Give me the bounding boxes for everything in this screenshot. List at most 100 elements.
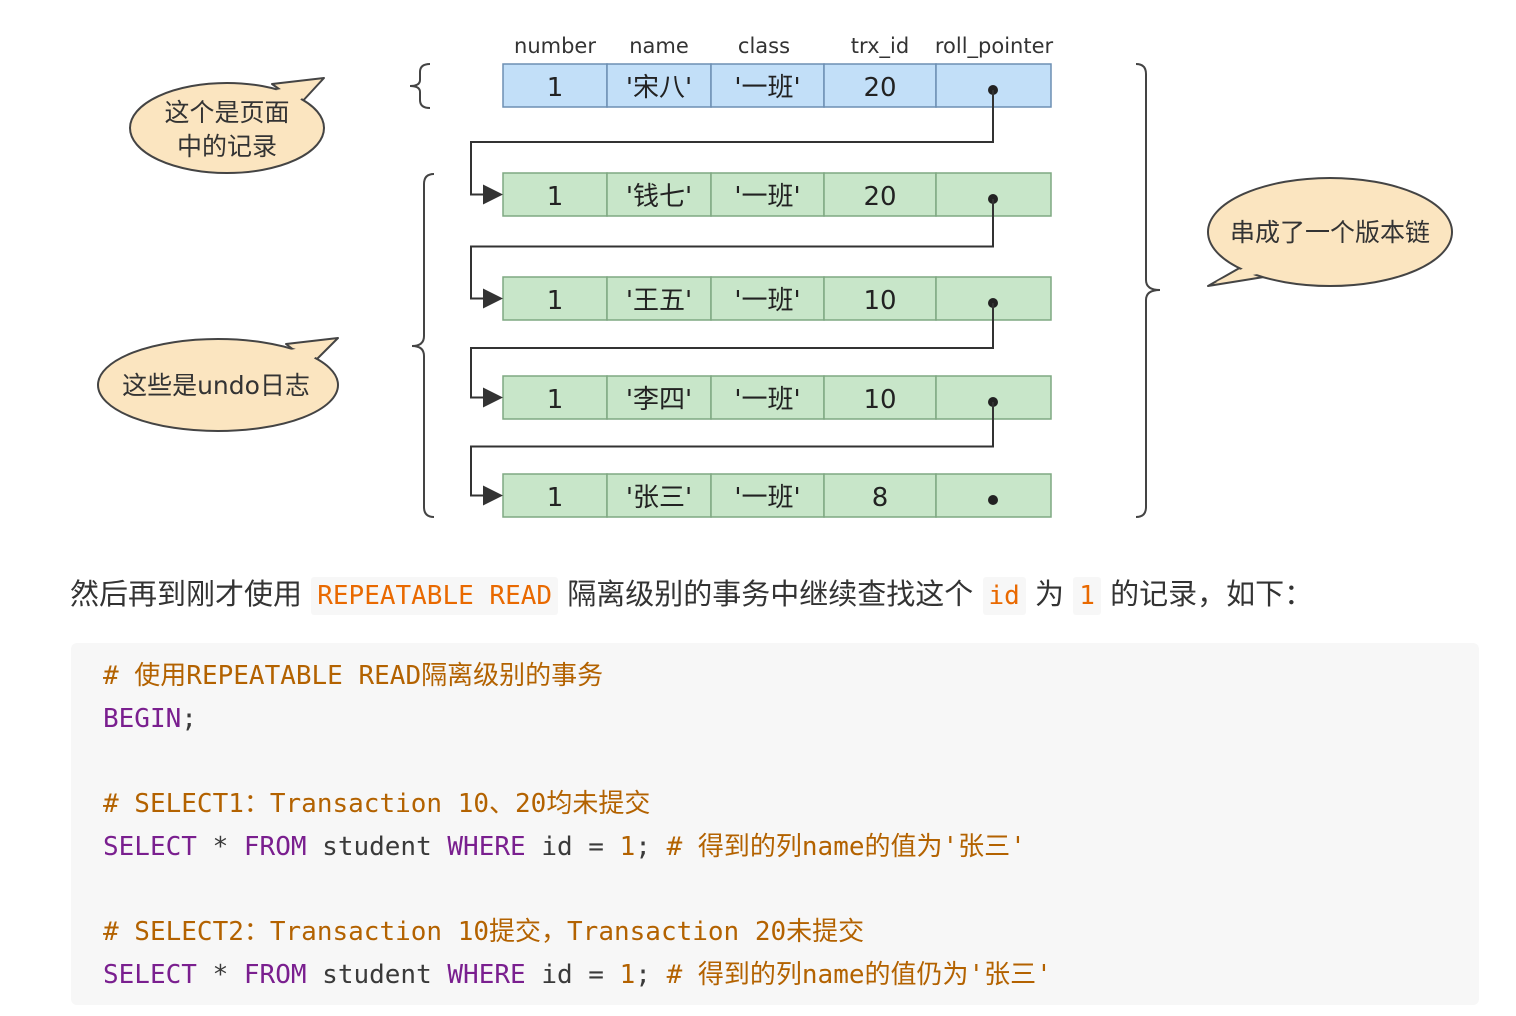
current-record-brace <box>409 63 431 109</box>
callout-undo-logs-text: 这些是undo日志 <box>122 371 310 400</box>
record-cell <box>710 63 825 108</box>
record-rows: 1 '宋八' '一班' 20 1 '钱七' '一班' 20 1 '王五' '一班' 10 1 '李四' '一… <box>502 63 1052 518</box>
record-cell <box>502 63 608 108</box>
column-header-trx-id: trx_id <box>851 34 909 59</box>
code-token-plain: id = <box>525 959 620 990</box>
code-token-num: 1 <box>619 959 636 990</box>
code-lines: # 使用REPEATABLE READ隔离级别的事务 BEGIN; # SELEC… <box>103 655 1479 997</box>
cell-trx-id: 8 <box>872 483 889 513</box>
version-chain-diagram: number name class trx_id roll_pointer 1 '宋八' '… <box>97 34 1453 518</box>
record-cell <box>606 375 712 420</box>
code-token-comment: # 得到的列name的值为'张三' <box>666 831 1026 862</box>
undo-log-row: 1 '李四' '一班' 10 <box>502 375 1052 420</box>
code-token-plain: ; <box>181 703 197 734</box>
record-cell <box>710 276 825 321</box>
code-token-kw: BEGIN <box>103 703 182 734</box>
callout-version-chain: 串成了一个版本链 <box>1207 177 1453 287</box>
record-cell <box>710 172 825 217</box>
code-line: BEGIN; <box>103 698 1479 741</box>
column-headers: number name class trx_id roll_pointer <box>514 34 1053 59</box>
record-cell <box>710 375 825 420</box>
record-cell <box>606 63 712 108</box>
callout-page-record-line1: 这个是页面 <box>164 98 289 127</box>
cell-number: 1 <box>547 73 564 103</box>
code-line: # SELECT2：Transaction 10提交，Transaction 2… <box>103 911 1479 954</box>
code-token-comment: # 使用REPEATABLE READ隔离级别的事务 <box>103 661 604 691</box>
cell-number: 1 <box>547 182 564 212</box>
cell-name: '宋八' <box>626 73 692 103</box>
record-cell <box>823 473 937 518</box>
record-cell <box>606 473 712 518</box>
undo-logs-brace <box>411 173 435 518</box>
column-header-number: number <box>514 34 596 58</box>
code-token-plain: student <box>306 959 448 990</box>
code-token-kw: SELECT <box>103 831 197 862</box>
code-token-kw: WHERE <box>447 959 526 990</box>
column-header-class: class <box>738 34 790 58</box>
roll-pointer-links <box>470 90 994 506</box>
code-token-kw: FROM <box>243 959 307 990</box>
callout-page-record-line2: 中的记录 <box>177 132 277 161</box>
record-cell <box>710 473 825 518</box>
code-line: # SELECT1：Transaction 10、20均未提交 <box>103 783 1479 826</box>
code-token-plain: id = <box>525 831 620 862</box>
code-token-plain: * <box>196 831 244 862</box>
callout-page-record: 这个是页面 中的记录 <box>129 77 325 174</box>
record-cell <box>823 375 937 420</box>
record-cell <box>606 172 712 217</box>
current-record-row: 1 '宋八' '一班' 20 <box>502 63 1052 108</box>
para-text-1: 然后再到刚才使用 <box>70 577 303 611</box>
version-chain-brace <box>1135 63 1161 518</box>
column-header-roll-pointer: roll_pointer <box>935 34 1054 59</box>
code-token-plain: ; <box>635 831 667 862</box>
cell-number: 1 <box>547 385 564 415</box>
inline-code-isolation-level: REPEATABLE READ <box>311 577 559 615</box>
roll-pointer-arrow <box>470 402 994 506</box>
cell-number: 1 <box>547 483 564 513</box>
cell-name: '王五' <box>626 286 692 316</box>
code-token-plain: * <box>196 959 244 990</box>
roll-pointer-arrow <box>470 199 994 309</box>
cell-name: '李四' <box>626 385 692 415</box>
callout-version-chain-text: 串成了一个版本链 <box>1230 218 1430 247</box>
cell-class: '一班' <box>734 73 800 103</box>
cell-class: '一班' <box>734 286 800 316</box>
record-cell <box>823 172 937 217</box>
cell-number: 1 <box>547 286 564 316</box>
cell-name: '张三' <box>626 483 692 513</box>
para-text-2: 隔离级别的事务中继续查找这个 <box>567 577 974 611</box>
column-header-name: name <box>629 34 689 58</box>
undo-log-row: 1 '张三' '一班' 8 <box>502 473 1052 518</box>
code-token-kw: SELECT <box>103 959 197 990</box>
record-cell <box>502 276 608 321</box>
explanation-paragraph: 然后再到刚才使用 REPEATABLE READ 隔离级别的事务中继续查找这个 … <box>70 570 1470 620</box>
cell-trx-id: 10 <box>863 286 896 316</box>
cell-class: '一班' <box>734 385 800 415</box>
cell-trx-id: 20 <box>863 73 896 103</box>
inline-code-id: id <box>982 577 1026 615</box>
cell-trx-id: 20 <box>863 182 896 212</box>
roll-pointer-dot <box>988 495 998 505</box>
record-cell <box>606 276 712 321</box>
code-line: # 使用REPEATABLE READ隔离级别的事务 <box>103 655 1479 698</box>
cell-class: '一班' <box>734 483 800 513</box>
para-text-3: 为 <box>1035 577 1065 611</box>
undo-log-row: 1'钱七''一班'20 <box>502 172 1052 217</box>
para-text-4: 的记录，如下： <box>1110 577 1314 611</box>
record-cell <box>502 473 608 518</box>
code-token-comment: # SELECT2：Transaction 10提交，Transaction 2… <box>103 917 865 948</box>
code-token-plain: student <box>306 831 448 862</box>
roll-pointer-arrow <box>470 90 994 205</box>
code-token-comment: # SELECT1：Transaction 10、20均未提交 <box>103 789 651 820</box>
code-line <box>103 868 1479 911</box>
record-cell <box>502 172 608 217</box>
cell-name: '钱七' <box>626 182 692 212</box>
code-line: SELECT * FROM student WHERE id = 1; # 得到… <box>103 826 1479 869</box>
roll-pointer-arrow <box>470 303 994 408</box>
code-token-kw: FROM <box>243 831 307 862</box>
cell-trx-id: 10 <box>863 385 896 415</box>
code-token-comment: # 得到的列name的值仍为'张三' <box>666 959 1052 990</box>
code-token-num: 1 <box>619 831 636 862</box>
sql-code-block[interactable]: # 使用REPEATABLE READ隔离级别的事务 BEGIN; # SELEC… <box>71 643 1479 1005</box>
inline-code-value: 1 <box>1073 577 1101 615</box>
